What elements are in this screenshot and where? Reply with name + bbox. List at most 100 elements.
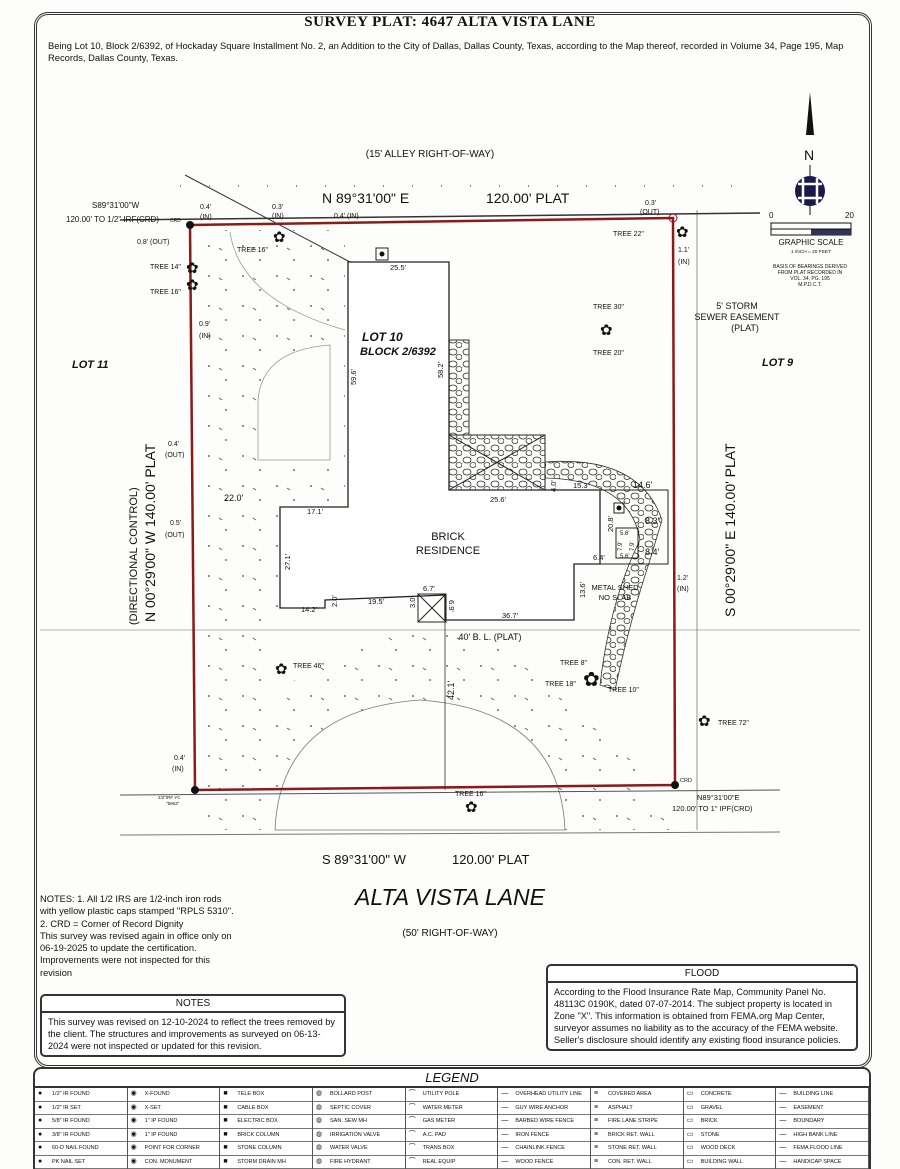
legend-item: ■STONE COLUMN [220,1142,313,1156]
svg-text:TREE 16": TREE 16" [455,791,486,798]
legend-symbol-icon: ◍ [316,1144,323,1151]
svg-text:0: 0 [769,211,774,220]
svg-text:FROM PLAT RECORDED IN: FROM PLAT RECORDED IN [778,270,843,276]
north-arrow: N [795,92,825,215]
legend: LEGEND ●1/2" IR FOUND●1/2" IR SET●5/8" I… [33,1067,871,1169]
legend-item: ≡ASPHALT [591,1102,683,1115]
legend-symbol-icon: ■ [223,1117,228,1124]
svg-text:TREE 16": TREE 16" [237,247,268,254]
legend-label: 3/8" IR FOUND [52,1131,90,1138]
legend-item: —BUILDING LINE [776,1088,869,1102]
legend-item: —EASEMENT [776,1102,869,1115]
legend-label: IRON FENCE [515,1131,550,1138]
meter-icon [613,502,625,514]
svg-text:5.6': 5.6' [620,531,630,537]
svg-text:0.5': 0.5' [170,520,181,527]
page-frame [34,12,872,1068]
legend-label: WOOD DECK [700,1145,736,1151]
legend-label: 1" IP FOUND [144,1131,178,1138]
svg-text:0.9': 0.9' [199,321,210,328]
legend-label: CON. RET. WALL [608,1158,652,1165]
legend-label: 60-D NAIL FOUND [52,1145,99,1151]
building-line-label: 40' B. L. (PLAT) [458,632,521,642]
legend-label: UTILITY POLE [422,1091,460,1097]
se-ref-bearing: N89°31'00"E [697,793,740,802]
svg-text:0.3': 0.3' [272,204,283,211]
legend-item: ≡STONE RET. WALL [591,1142,683,1156]
legend-symbol-icon: ◉ [130,1130,137,1138]
svg-text:0.4' (IN): 0.4' (IN) [334,213,359,220]
legend-label: BRICK RET. WALL [608,1131,655,1138]
svg-text:4.0': 4.0' [549,480,558,492]
south-bearing: S 89°31'00" W [322,852,407,867]
legend-item: ◍IRRIGATION VALVE [313,1129,405,1142]
street-row: (50' RIGHT-OF-WAY) [402,928,498,939]
legend-item: ≡CON. RET. WALL [591,1156,683,1169]
svg-text:14.2': 14.2' [301,605,318,614]
svg-text:20.8': 20.8' [606,515,615,532]
legend-item: ■STORM DRAIN MH [220,1156,313,1169]
svg-text:✿: ✿ [273,229,286,246]
legend-label: FIRE HYDRANT [330,1158,371,1165]
legend-item: —GUY WIRE ANCHOR [498,1102,591,1115]
legend-symbol-icon: ● [38,1117,43,1124]
svg-text:TREE 46": TREE 46" [293,663,324,670]
legend-label: IRRIGATION VALVE [330,1131,381,1138]
legend-symbol-icon: ● [38,1157,43,1165]
legend-symbol-icon: — [501,1117,509,1124]
meter-icon [375,247,389,261]
legend-label: OVERHEAD UTILITY LINE [515,1091,582,1097]
svg-text:17.1': 17.1' [307,507,324,516]
legend-item: ⌒GAS METER [405,1115,498,1129]
legend-label: 1/2" IR SET [52,1104,81,1111]
svg-text:6.9': 6.9' [447,600,456,612]
legend-symbol-icon: ⌒ [408,1090,416,1097]
legend-item: ◉1" IP FOUND [127,1115,220,1129]
inner-lawn [257,344,331,461]
legend-item: ◍SAN. SEW MH [313,1115,405,1129]
legend-symbol-icon: — [501,1090,509,1097]
svg-text:N: N [804,147,814,163]
legend-item: —HANDICAP SPACE [776,1156,869,1169]
svg-text:TREE 72": TREE 72" [718,720,749,727]
legal-description: Being Lot 10, Block 2/6392, of Hockaday … [48,40,844,63]
svg-text:(IN): (IN) [172,766,184,773]
legend-item: ▭BUILDING WALL [683,1156,776,1169]
nw-ref-bearing: S89°31'00"W [92,201,140,210]
legend-symbol-icon: ● [38,1130,43,1138]
legend-column: ◍BOLLARD POST◍SEPTIC COVER◍SAN. SEW MH◍I… [313,1088,406,1169]
se-ref-distance: 120.00' TO 1" IPF(CRD) [672,804,753,813]
legend-symbol-icon: ◉ [130,1144,137,1151]
legend-item: ≡COVERED AREA [591,1088,683,1102]
alley-edge [119,212,761,221]
legend-label: POINT FOR CORNER [144,1145,200,1151]
svg-text:✿: ✿ [600,322,613,339]
legend-item: ■ELECTRIC BOX [220,1115,313,1129]
legend-symbol-icon: ▭ [686,1103,694,1111]
svg-text:20: 20 [845,211,854,220]
legend-item: ◉X-FOUND [127,1088,220,1102]
dimension-labels: 25.5' 59.6' 58.2' 25.6' 4.0' 15.3' 14.6'… [224,263,660,700]
legend-symbol-icon: ⌒ [408,1103,416,1111]
legend-symbol-icon: ≡ [594,1117,599,1124]
legend-label: WATER METER [422,1104,463,1111]
legend-label: CHAINLINK FENCE [515,1145,565,1151]
legend-label: WATER VALVE [330,1145,368,1151]
svg-text:0.3': 0.3' [645,200,656,207]
legend-label: STONE [700,1131,720,1138]
legend-item: ▭WOOD DECK [683,1142,776,1156]
lot-11-label: LOT 11 [72,359,108,371]
legend-symbol-icon: — [501,1103,509,1111]
legend-item: ≡BRICK RET. WALL [591,1129,683,1142]
svg-text:36.7': 36.7' [502,611,519,620]
legend-item: ▭GRAVEL [683,1102,776,1115]
legend-symbol-icon: ≡ [594,1090,599,1097]
svg-text:SEWER EASEMENT: SEWER EASEMENT [694,312,780,322]
street-edge [119,789,781,796]
legend-symbol-icon: — [779,1157,787,1165]
svg-text:"5963": "5963" [166,801,180,806]
svg-text:0.4': 0.4' [200,204,211,211]
legend-label: GAS METER [422,1118,456,1124]
west-bearing: N 00°29'00" W 140.00' PLAT [142,443,158,622]
